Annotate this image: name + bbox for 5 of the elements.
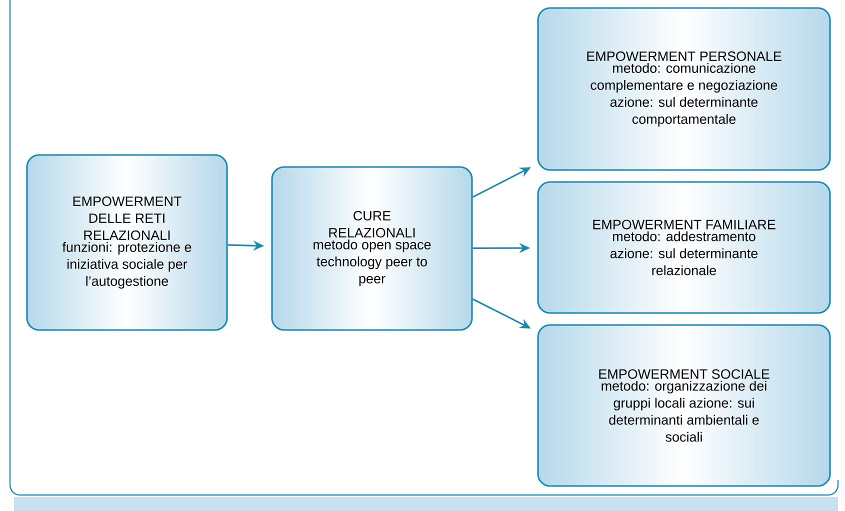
process-box: CURE RELAZIONALI metodo open space technology peer to peer [271,166,473,331]
process-box: EMPOWERMENT FAMILIARE metodo: addestramento azione: sul determinante relazionale [537,181,831,314]
process-box: EMPOWERMENT DELLE RETI RELAZIONALI funzioni: protezione e iniziativa sociale per l’autogestione [26,154,228,331]
process-box: EMPOWERMENT PERSONALE metodo: comunicazione complementare e negoziazione azione: sul determinante comportamentale [537,7,831,171]
process-box: EMPOWERMENT SOCIALE metodo: organizzazione dei gruppi locali azione: sui determinanti ambientali e sociali [537,324,831,487]
